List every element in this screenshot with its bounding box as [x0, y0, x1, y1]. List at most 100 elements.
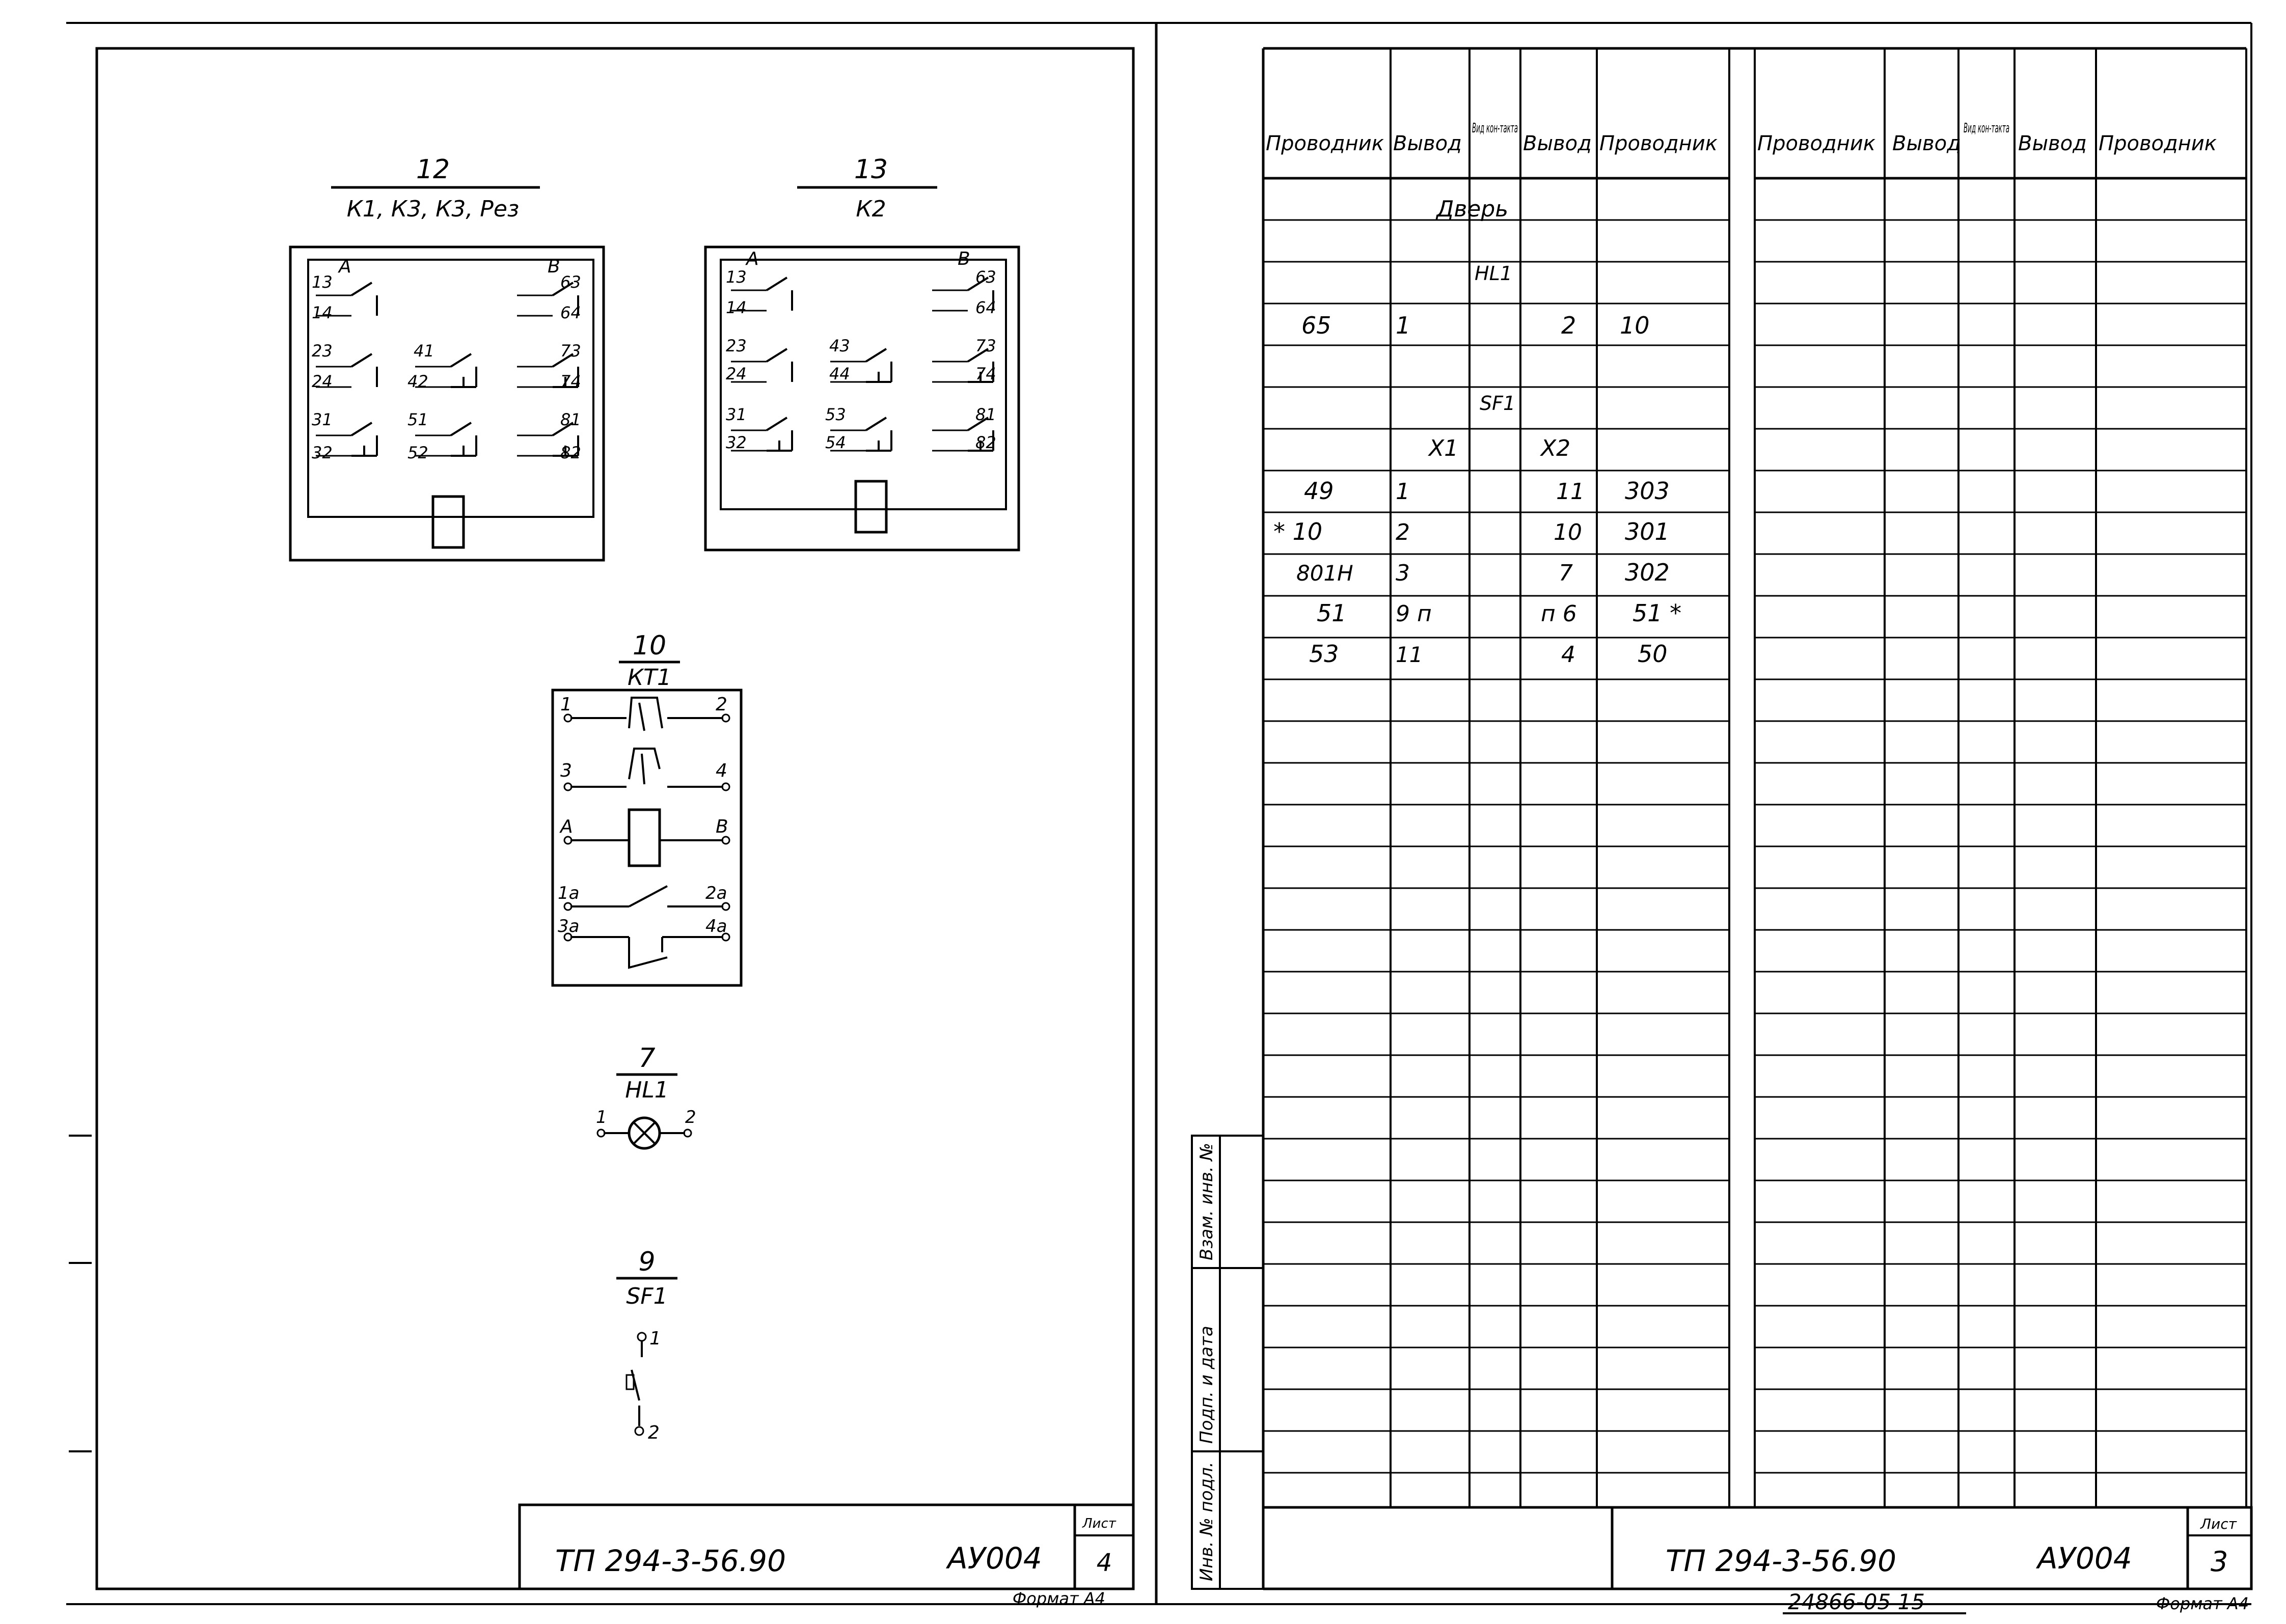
cell-terminal-right: п 6 — [1541, 601, 1577, 627]
header-terminal-right: Вывод — [2018, 132, 2087, 155]
cell-contact: HL1 — [1475, 262, 1512, 285]
header-conductor-right: Проводник — [1599, 132, 1718, 155]
cell-terminal-left: 9 п — [1396, 601, 1432, 627]
pin-4: 4 — [716, 760, 727, 781]
header-conductor-left: Проводник — [1266, 132, 1384, 155]
block-9-devices: SF1 — [626, 1283, 667, 1309]
table-row: 65 1 2 10 — [1301, 312, 1650, 339]
side-label-inv-no: Инв. № подл. — [1196, 1462, 1217, 1581]
side-label-sign-date: Подп. и дата — [1196, 1326, 1217, 1444]
pin-23: 23 — [726, 336, 747, 355]
breaker-icon — [625, 1374, 635, 1390]
pin-2: 2 — [648, 1422, 660, 1443]
pin-A: А — [559, 816, 573, 837]
pin-73: 73 — [975, 336, 996, 355]
cell-conductor-right: 50 — [1638, 640, 1668, 668]
side-stamp: Инв. № подл. Подп. и дата Взам. инв. № — [1191, 1135, 1264, 1590]
cell-terminal-left: X1 — [1428, 435, 1458, 461]
pin-82: 82 — [560, 443, 581, 462]
block-12: 12 К1, К3, К3, Рез А В 13 63 14 64 23 41… — [289, 154, 605, 562]
pin-B: В — [548, 256, 560, 277]
pin-13: 13 — [726, 267, 747, 287]
pin-2: 2 — [685, 1107, 696, 1127]
right-format: Формат А4 — [2156, 1594, 2249, 1613]
pin-2a: 2а — [705, 883, 727, 903]
cell-conductor-right: 10 — [1620, 312, 1650, 339]
cell-terminal-left: 11 — [1396, 642, 1423, 667]
header-contact-type: Вид кон-такта — [1472, 121, 1518, 136]
cell-conductor-left: 65 — [1301, 312, 1331, 339]
block-10-devices: КТ1 — [628, 665, 671, 691]
table-row: 801Н 3 7 302 — [1296, 559, 1670, 586]
cell-conductor-left: 53 — [1309, 640, 1339, 668]
left-format: Формат А4 — [1013, 1589, 1105, 1608]
left-sheet-label: Лист — [1082, 1516, 1117, 1531]
header-terminal-right: Вывод — [1523, 132, 1592, 155]
cell-contact: Дверь — [1435, 196, 1508, 222]
cell-terminal-right: 7 — [1559, 560, 1573, 586]
pin-41: 41 — [414, 341, 434, 361]
pin-B: В — [958, 249, 970, 269]
cell-conductor-left: 49 — [1304, 477, 1334, 505]
cell-conductor-right: 301 — [1625, 518, 1670, 545]
cell-terminal-right: 10 — [1554, 519, 1582, 545]
header-contact-type: Вид кон-такта — [1964, 121, 2009, 136]
table-row: * 10 2 10 301 — [1273, 518, 1670, 545]
pin-3: 3 — [560, 760, 572, 781]
cell-conductor-right: 303 — [1625, 477, 1670, 505]
archive-number: 24866-05 15 — [1788, 1589, 1925, 1614]
cell-terminal-right: 4 — [1561, 642, 1575, 668]
pin-A: А — [745, 249, 759, 269]
pin-42: 42 — [407, 372, 428, 391]
left-stamp-doc: АУ004 — [945, 1541, 1042, 1576]
right-stamp-code: ТП 294-3-56.90 — [1666, 1544, 1896, 1578]
pin-31: 31 — [726, 405, 747, 424]
table-row: SF1 — [1480, 392, 1515, 415]
cell-terminal-right: X2 — [1540, 435, 1570, 461]
header-terminal-left: Вывод — [1892, 132, 1961, 155]
pin-2: 2 — [716, 694, 727, 715]
left-title-block: ТП 294-3-56.90 АУ004 Лист 4 — [518, 1503, 1135, 1590]
block-13-number: 13 — [854, 154, 888, 185]
right-sheet-label: Лист — [2200, 1516, 2237, 1532]
table-row: Дверь — [1435, 196, 1508, 222]
pin-52: 52 — [407, 443, 428, 462]
table-row: HL1 — [1475, 262, 1512, 285]
cell-terminal-right: 11 — [1556, 479, 1585, 505]
cell-terminal-left: 1 — [1396, 479, 1410, 505]
block-12-number: 12 — [416, 154, 450, 185]
pin-A: А — [338, 256, 351, 277]
pin-4a: 4а — [705, 916, 727, 937]
pin-1: 1 — [649, 1328, 661, 1349]
cell-terminal-left: 3 — [1396, 560, 1410, 586]
wiring-table-left-grid — [1262, 48, 1730, 1509]
table-row: 51 9 п п 6 51 * — [1317, 599, 1681, 627]
pin-63: 63 — [560, 272, 581, 292]
cell-contact: SF1 — [1480, 392, 1515, 415]
cell-conductor-left: * 10 — [1273, 518, 1322, 545]
cell-conductor-right: 302 — [1625, 559, 1670, 586]
lamp-icon — [628, 1116, 661, 1150]
pin-81: 81 — [975, 405, 996, 424]
block-7: 7 HL1 1 2 — [596, 1043, 696, 1150]
pin-73: 73 — [560, 341, 581, 361]
wiring-table-right-header: Проводник Вывод Вид кон-такта Вывод Пров… — [1757, 121, 2217, 155]
block-13-contacts — [731, 277, 994, 452]
pin-64: 64 — [560, 303, 581, 322]
pin-1: 1 — [560, 694, 572, 715]
block-9: 9 SF1 1 2 — [616, 1247, 677, 1443]
pin-54: 54 — [825, 433, 846, 452]
block-10-pin-labels: 1 2 3 4 А В 1а 2а 3а 4а — [558, 694, 728, 937]
cell-terminal-left: 1 — [1396, 312, 1410, 339]
cell-conductor-right: 51 * — [1632, 599, 1681, 627]
pin-74: 74 — [975, 364, 996, 383]
table-row: 49 1 11 303 — [1304, 477, 1670, 505]
pin-43: 43 — [829, 336, 850, 355]
pin-14: 14 — [312, 303, 333, 322]
pin-63: 63 — [975, 267, 996, 287]
cell-terminal-right: 2 — [1561, 312, 1576, 339]
left-stamp-code: ТП 294-3-56.90 — [555, 1544, 786, 1578]
pin-31: 31 — [312, 410, 333, 429]
pin-82: 82 — [975, 433, 996, 452]
pin-44: 44 — [829, 364, 850, 383]
